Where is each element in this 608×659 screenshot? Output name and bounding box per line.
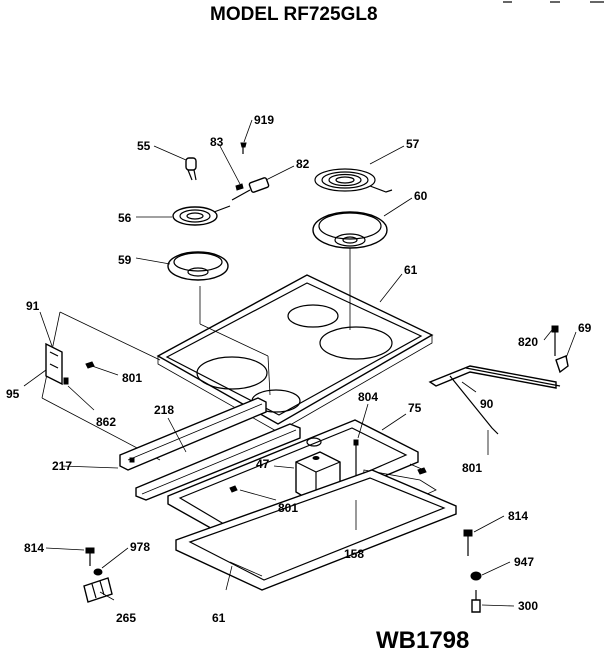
callout-56: 56: [118, 211, 132, 225]
part-801-screw-c: [417, 467, 427, 475]
callout-801-a: 801: [122, 371, 142, 385]
part-820-screw: [551, 325, 559, 356]
callout-95: 95: [6, 387, 20, 401]
callout-300: 300: [518, 599, 538, 613]
part-60-large-drip-pan: [312, 211, 388, 249]
callout-83: 83: [210, 135, 224, 149]
callout-91: 91: [26, 299, 40, 313]
callout-862: 862: [96, 415, 116, 429]
part-804-screw: [353, 439, 359, 480]
part-56-small-surface-element: [172, 205, 231, 226]
callout-59: 59: [118, 253, 132, 267]
callout-47: 47: [256, 457, 270, 471]
part-57-large-surface-element: [314, 168, 393, 193]
callout-814-right: 814: [508, 509, 528, 523]
part-265-terminal-block: [83, 577, 113, 603]
callout-55: 55: [137, 139, 151, 153]
part-947-washer: [470, 571, 482, 581]
diagram-code: WB1798: [376, 627, 469, 654]
part-59-small-drip-pan: [167, 251, 229, 281]
callout-814-left: 814: [24, 541, 44, 555]
part-55-receptacle: [185, 157, 197, 181]
callout-82: 82: [296, 157, 310, 171]
part-61-bottom-panel: [175, 469, 457, 591]
callout-labels: 55 83 919 82 57 56 60 59 61 91 801 820 6…: [6, 113, 592, 625]
callout-61-bottom: 61: [212, 611, 226, 625]
callout-801-c: 801: [278, 501, 298, 515]
part-90-rod-bracket: [428, 365, 561, 435]
callout-61-top: 61: [404, 263, 418, 277]
callout-57: 57: [406, 137, 420, 151]
callout-265: 265: [116, 611, 136, 625]
callout-158: 158: [344, 547, 364, 561]
part-61-cooktop: [156, 274, 434, 433]
callout-947: 947: [514, 555, 534, 569]
part-82-83-terminal-block: [231, 177, 270, 201]
callout-90: 90: [480, 397, 494, 411]
part-217-218-front-rail: [119, 397, 301, 501]
callout-218: 218: [154, 403, 174, 417]
part-814-screw-right: [463, 529, 473, 556]
callout-820: 820: [518, 335, 538, 349]
model-title: MODEL RF725GL8: [210, 4, 378, 25]
part-978-nut: [93, 568, 103, 576]
callout-217: 217: [52, 459, 72, 473]
callout-978: 978: [130, 540, 150, 554]
part-69-clip: [555, 355, 569, 374]
callout-804: 804: [358, 390, 378, 404]
callout-75: 75: [408, 401, 422, 415]
callout-60: 60: [414, 189, 428, 203]
callout-801-b: 801: [462, 461, 482, 475]
part-814-screw-left: [85, 547, 95, 566]
callout-69: 69: [578, 321, 592, 335]
part-91-95-bracket: [45, 342, 69, 386]
part-300-leveling-leg: [471, 590, 481, 613]
callout-919: 919: [254, 113, 274, 127]
part-801-screw-a: [85, 361, 95, 369]
part-919-screw: [240, 142, 247, 154]
leader-lines: [23, 119, 577, 607]
